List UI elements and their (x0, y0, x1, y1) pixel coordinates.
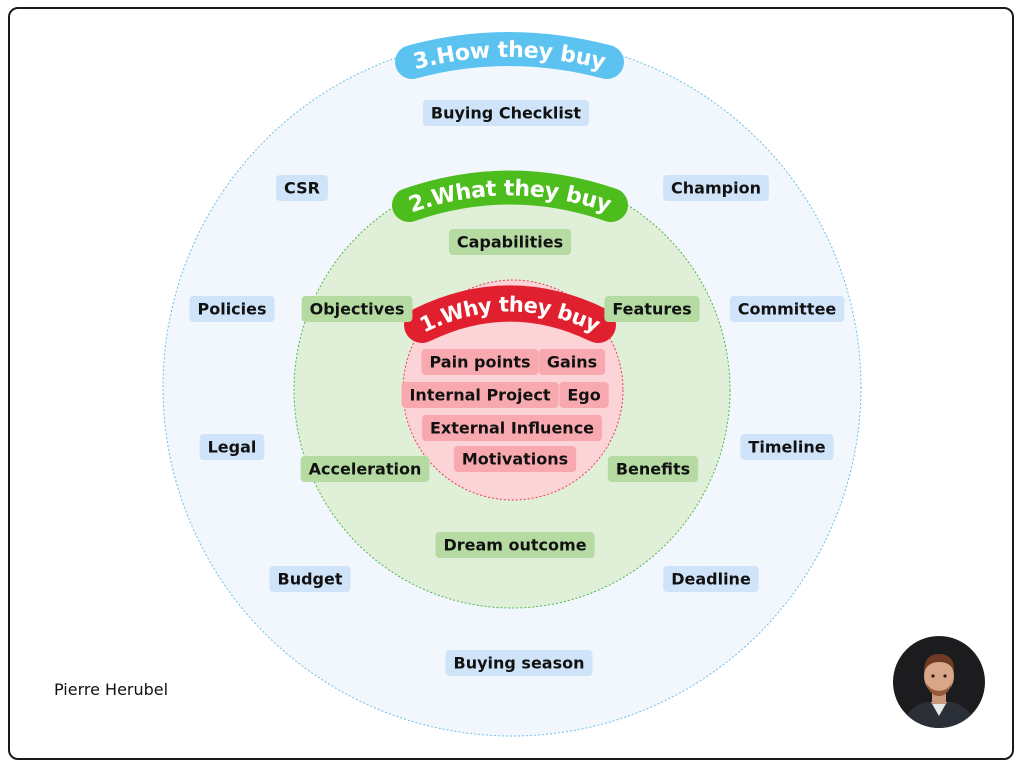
outer-ring-tag: Legal (199, 434, 265, 460)
inner-tag-background (538, 349, 606, 375)
outer-tag-label: Budget (278, 570, 343, 589)
inner-tag-label: External Influence (430, 419, 594, 438)
middle-tag-background (435, 532, 595, 558)
outer-ring-tag: Committee (729, 296, 845, 322)
inner-tag-background (421, 349, 539, 375)
outer-tag-background (445, 650, 593, 676)
middle-ring-tag: Capabilities (448, 229, 572, 255)
inner-tag-label: Internal Project (409, 386, 550, 405)
outer-tag-label: Deadline (671, 570, 751, 589)
outer-tag-background (199, 434, 265, 460)
outer-tag-label: Champion (671, 179, 761, 198)
outer-tag-label: Policies (197, 300, 266, 319)
middle-tag-label: Objectives (310, 300, 405, 319)
middle-tag-background (448, 229, 572, 255)
inner-ring-banner (404, 285, 616, 343)
inner-tag-background (559, 382, 609, 408)
inner-tag-label: Gains (547, 353, 597, 372)
middle-tag-label: Dream outcome (443, 536, 586, 555)
middle-ring-tag: Acceleration (300, 456, 430, 482)
outer-ring-tag: Champion (663, 175, 769, 201)
outer-tag-background (276, 175, 328, 201)
middle-tag-background (604, 296, 700, 322)
inner-ring-tag: External Influence (421, 415, 603, 441)
middle-ring-banner (392, 170, 628, 222)
outer-ring-tag: Deadline (663, 566, 759, 592)
outer-tag-label: Legal (208, 438, 257, 457)
outer-ring-tag: Buying Checklist (422, 100, 590, 126)
inner-tag-label: Motivations (462, 450, 568, 469)
outer-tag-background (269, 566, 351, 592)
middle-tag-background (607, 456, 699, 482)
outer-tag-background (729, 296, 845, 322)
inner-ring-tag: Ego (559, 382, 609, 408)
outer-tag-background (663, 566, 759, 592)
outer-tag-label: Buying season (454, 654, 585, 673)
outer-tag-label: CSR (284, 179, 320, 198)
inner-tag-background (421, 415, 603, 441)
outer-tag-label: Timeline (748, 438, 825, 457)
inner-tag-label: Ego (567, 386, 600, 405)
middle-ring-tag: Dream outcome (435, 532, 595, 558)
outer-ring-tag: CSR (276, 175, 328, 201)
middle-tag-label: Benefits (616, 460, 690, 479)
inner-ring-tag: Internal Project (401, 382, 559, 408)
outer-tag-label: Buying Checklist (431, 104, 582, 123)
inner-ring-tag: Motivations (453, 446, 577, 472)
outer-ring-banner (395, 32, 624, 79)
outer-ring-tag: Policies (189, 296, 275, 322)
inner-tag-background (453, 446, 577, 472)
middle-tag-label: Features (612, 300, 691, 319)
inner-ring-tag: Pain points (421, 349, 539, 375)
outer-ring-tag: Buying season (445, 650, 593, 676)
middle-tag-label: Acceleration (309, 460, 422, 479)
person-portrait-icon (893, 636, 985, 728)
middle-tag-label: Capabilities (457, 233, 563, 252)
middle-tag-background (301, 296, 413, 322)
middle-ring-tag: Objectives (301, 296, 413, 322)
inner-tag-label: Pain points (429, 353, 530, 372)
inner-ring-tag: Gains (538, 349, 606, 375)
middle-ring-tag: Features (604, 296, 700, 322)
outer-tag-background (422, 100, 590, 126)
middle-ring-tag: Benefits (607, 456, 699, 482)
outer-tag-label: Committee (738, 300, 837, 319)
outer-ring-tag: Timeline (740, 434, 834, 460)
outer-tag-background (740, 434, 834, 460)
outer-tag-background (189, 296, 275, 322)
outer-ring-tag: Budget (269, 566, 351, 592)
author-name: Pierre Herubel (54, 680, 169, 699)
outer-tag-background (663, 175, 769, 201)
inner-tag-background (401, 382, 559, 408)
middle-tag-background (300, 456, 430, 482)
